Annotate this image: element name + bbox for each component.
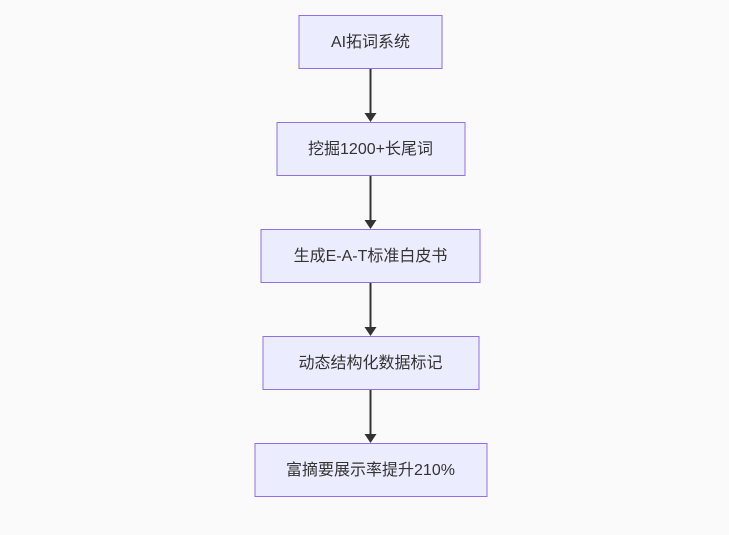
arrow-down-icon — [364, 434, 377, 443]
arrow-down-icon — [364, 220, 377, 229]
flow-arrow-2 — [364, 176, 378, 229]
arrow-line — [369, 283, 372, 330]
flow-arrow-3 — [364, 283, 378, 336]
flow-arrow-4 — [364, 390, 378, 443]
flow-node-rich-snippet-rate-increase: 富摘要展示率提升210% — [254, 443, 487, 497]
flowchart: AI拓词系统 挖掘1200+长尾词 生成E-A-T标准白皮书 动态结构化数据标记… — [254, 15, 487, 497]
arrow-down-icon — [364, 327, 377, 336]
flow-node-generate-eat-whitepaper: 生成E-A-T标准白皮书 — [260, 229, 481, 283]
arrow-line — [369, 176, 372, 223]
flow-node-ai-word-expansion-system: AI拓词系统 — [298, 15, 443, 69]
arrow-line — [369, 69, 372, 116]
flow-node-mine-longtail-keywords: 挖掘1200+长尾词 — [276, 122, 465, 176]
arrow-line — [369, 390, 372, 437]
flow-arrow-1 — [364, 69, 378, 122]
arrow-down-icon — [364, 113, 377, 122]
flow-node-dynamic-structured-data-markup: 动态结构化数据标记 — [262, 336, 479, 390]
